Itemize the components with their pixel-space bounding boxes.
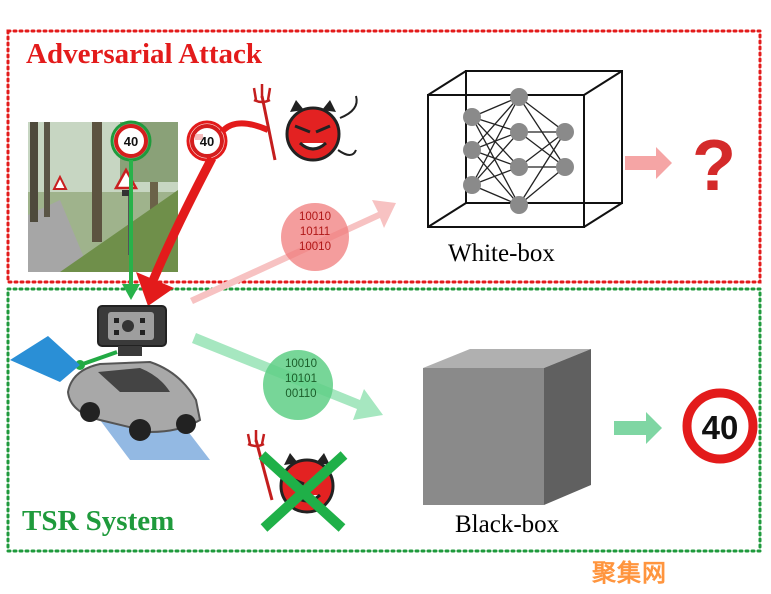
camera-view-cone [10,336,80,382]
red-data-circle [281,203,349,271]
original-arrow-head [122,284,140,300]
watermark: 聚集网 [592,559,667,587]
whitebox-output-arrow [625,147,672,179]
red-bits-line: 10010 [299,211,331,223]
attack-link-arrow [219,120,270,135]
car-icon [66,360,210,460]
green-bit-string: 10010 10101 00110 [256,357,346,402]
tsr-system-frame [6,287,762,553]
green-bits-line: 00110 [285,388,317,400]
whitebox-label: White-box [448,240,555,267]
camera-icon [75,305,167,370]
road-photo [28,122,178,272]
red-bits-line: 10010 [299,241,331,253]
adversarial-input-arrow [147,155,216,285]
speed-limit-sign-original: 40 [110,120,152,162]
green-bits-line: 10010 [285,358,317,370]
adversarial-sign-speed-text: 40 [200,134,214,149]
blackbox-cube [423,349,591,505]
red-bits-line: 10111 [299,226,331,238]
adversarial-attack-frame [6,29,762,284]
output-sign-speed-text: 40 [702,409,739,446]
tsr-system-title: TSR System [22,505,175,537]
blackbox-label: Black-box [455,511,560,538]
devil-attacker-icon [252,84,358,162]
adversarial-arrow-head [136,272,174,306]
green-bits-line: 10101 [285,373,317,385]
red-bit-string: 10010 10111 10010 [270,210,360,255]
speed-limit-sign-adversarial: 40 [186,120,228,162]
green-data-circle [263,350,333,420]
adversarial-attack-title: Adversarial Attack [26,38,262,70]
cross-icon [258,451,348,532]
output-speed-limit-sign: 40 [682,388,758,464]
sign-speed-text: 40 [124,134,138,149]
question-icon: ? [692,126,736,206]
neural-network-icon [427,70,623,228]
blackbox-output-arrow [614,412,662,444]
